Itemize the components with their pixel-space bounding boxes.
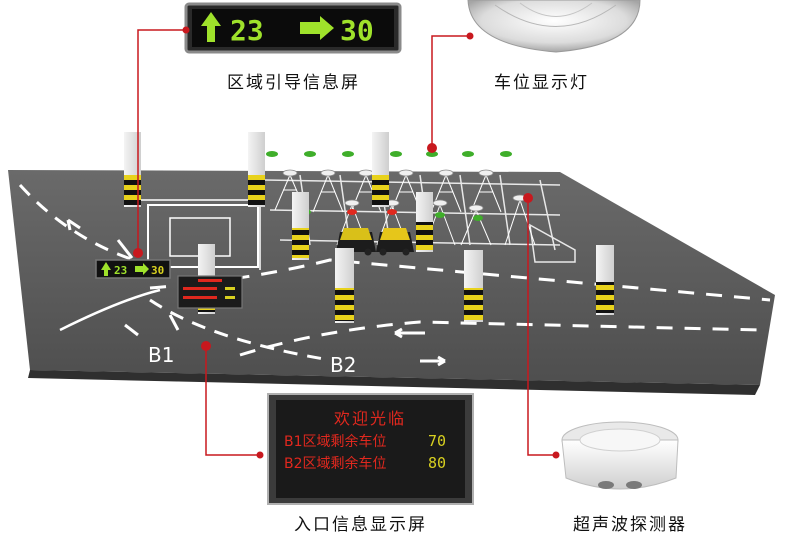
indicator-lights [266,151,512,221]
caption-entrance-info-screen: 入口信息显示屏 [294,515,427,535]
mini-guide-left-count: 23 [114,264,127,277]
entrance-row-b1-label: B1区域剩余车位 [284,433,387,450]
pillar [464,250,483,322]
up-arrow-icon [201,12,221,42]
pillar [416,192,433,252]
pillar [372,132,389,207]
parked-cars [336,228,414,256]
floor-label-b2: B2 [330,353,356,377]
ceiling-sensors [282,169,528,212]
entrance-info-screen: 欢迎光临 B1区域剩余车位 70 B2区域剩余车位 80 [267,393,474,505]
zone-guide-sign: 23 30 [184,2,402,54]
entrance-welcome: 欢迎光临 [334,409,406,428]
entrance-row-b2-label: B2区域剩余车位 [284,455,387,472]
mini-guide-right-count: 30 [151,264,164,277]
caption-space-indicator-light: 车位显示灯 [494,73,589,93]
pillar [335,248,354,323]
pillar [596,245,614,315]
pillar [124,132,141,207]
parking-floor [8,170,775,395]
caption-zone-guide-screen: 区域引导信息屏 [227,73,360,93]
caption-ultrasonic-detector: 超声波探测器 [573,515,687,535]
zone-guide-right-count: 30 [340,14,374,47]
mini-guide-sign: 23 30 [95,259,171,279]
entrance-row-b1-value: 70 [428,432,446,450]
mini-entrance-sign [177,275,243,309]
entrance-row-b2-value: 80 [428,454,446,472]
right-arrow-icon [300,16,334,40]
road-markings [18,183,771,367]
zone-guide-left-count: 23 [230,14,264,47]
callout-lines [137,29,556,456]
space-indicator-light [467,0,641,53]
floor-label-b1: B1 [148,343,174,367]
callout-dots [133,26,560,459]
pillar [292,192,309,260]
pillar [248,132,265,207]
ultrasonic-detector [561,421,679,490]
